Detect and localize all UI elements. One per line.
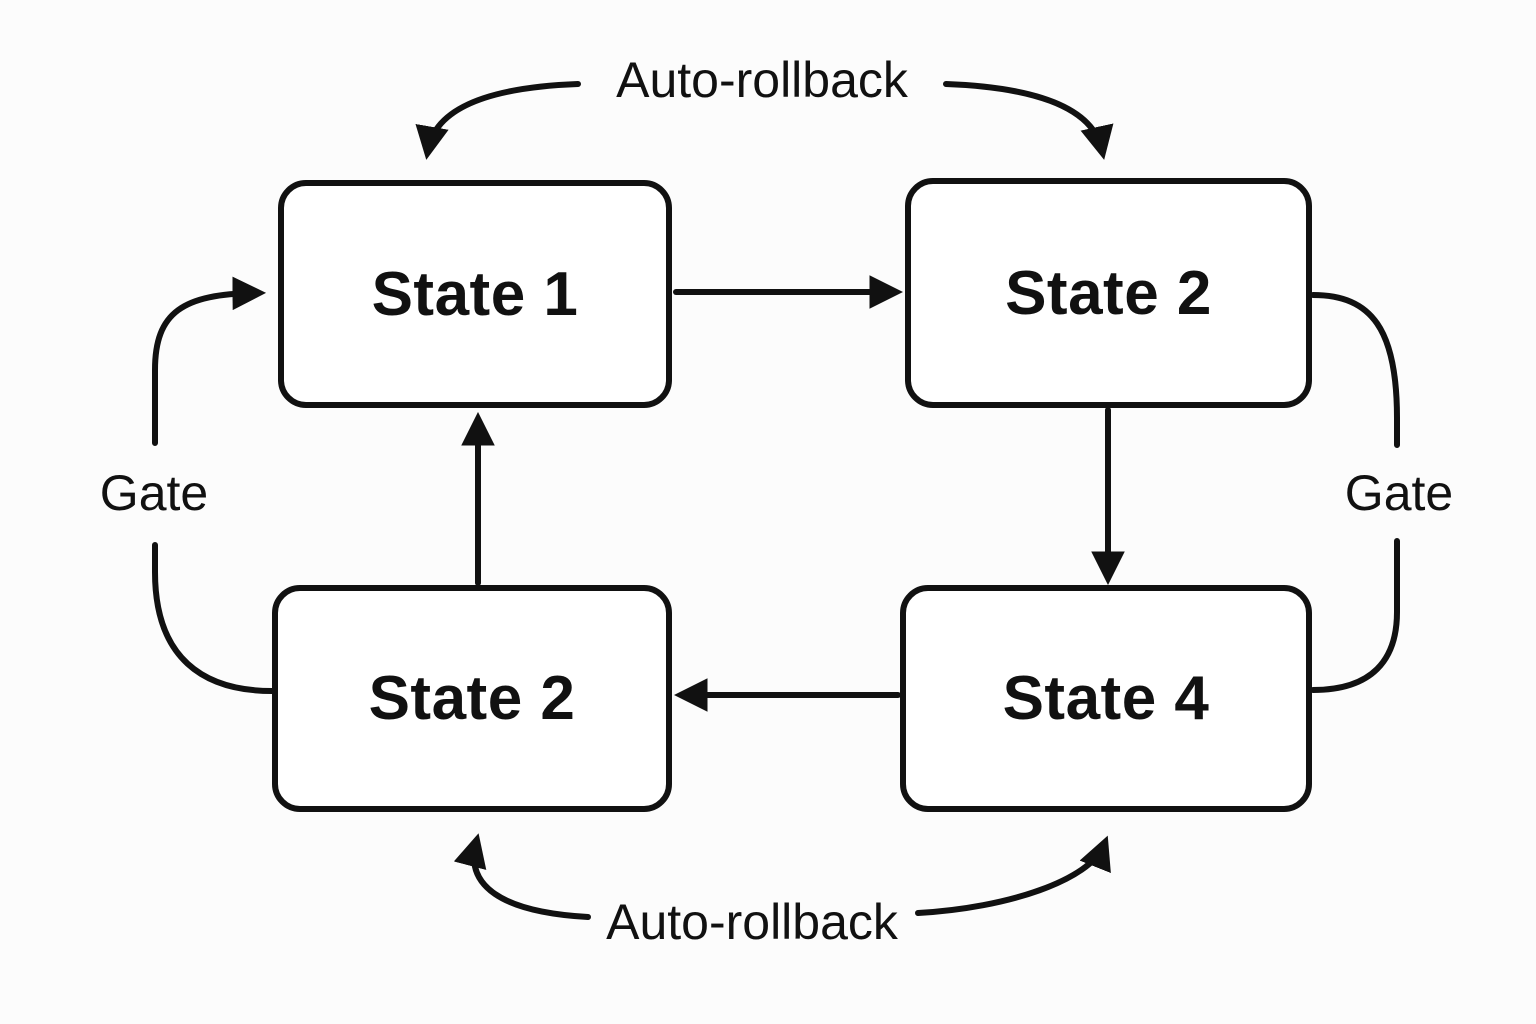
node-state-4: State 4 <box>900 585 1312 812</box>
auto-rollback-top-label: Auto-rollback <box>616 52 908 108</box>
node-state-2-top: State 2 <box>905 178 1312 408</box>
edge-gate-left-upper <box>152 276 267 446</box>
gate-left-label: Gate <box>99 465 209 521</box>
node-state-2-bottom: State 2 <box>272 585 672 812</box>
node-state-4-label: State 4 <box>1002 664 1210 733</box>
edge-auto-rollback-top-left <box>415 81 581 160</box>
edge-auto-rollback-bottom-left <box>453 833 591 920</box>
auto-rollback-bottom-label: Auto-rollback <box>606 894 898 950</box>
edge-auto-rollback-bottom-right <box>915 835 1111 916</box>
edge-auto-rollback-top-right <box>943 81 1114 160</box>
node-state-1: State 1 <box>278 180 672 408</box>
node-state-1-label: State 1 <box>371 259 579 329</box>
edge-gate-right-upper <box>1310 292 1400 448</box>
gate-right-label: Gate <box>1344 465 1454 521</box>
node-state-2-bottom-label: State 2 <box>368 664 576 733</box>
edge-gate-left-lower <box>152 542 275 694</box>
node-state-2-top-label: State 2 <box>1005 258 1212 328</box>
edge-gate-right-lower <box>1310 538 1400 693</box>
